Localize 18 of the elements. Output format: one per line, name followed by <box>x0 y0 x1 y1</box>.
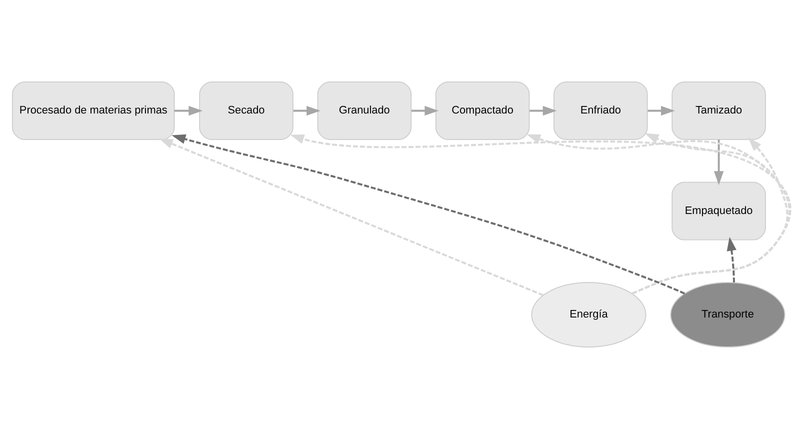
arrow <box>714 139 724 185</box>
arrow <box>726 236 736 282</box>
node-box: Procesado de materias primas <box>12 80 175 140</box>
arrow <box>158 138 544 296</box>
arrow <box>293 105 320 116</box>
node-box: Empaquetado <box>672 181 766 240</box>
node-box: Enfriado <box>554 80 648 140</box>
arrow <box>530 105 557 116</box>
arrow <box>411 105 439 116</box>
node-box: Secado <box>199 80 294 140</box>
node-box: Granulado <box>317 80 412 140</box>
arrow <box>172 134 686 294</box>
node-box: Compactado <box>435 80 530 140</box>
arrow <box>648 105 675 116</box>
node-ellipse: Energía <box>531 282 646 348</box>
arrow <box>174 105 203 116</box>
node-box: Tamizado <box>672 80 766 140</box>
node-ellipse: Transporte <box>670 282 786 348</box>
